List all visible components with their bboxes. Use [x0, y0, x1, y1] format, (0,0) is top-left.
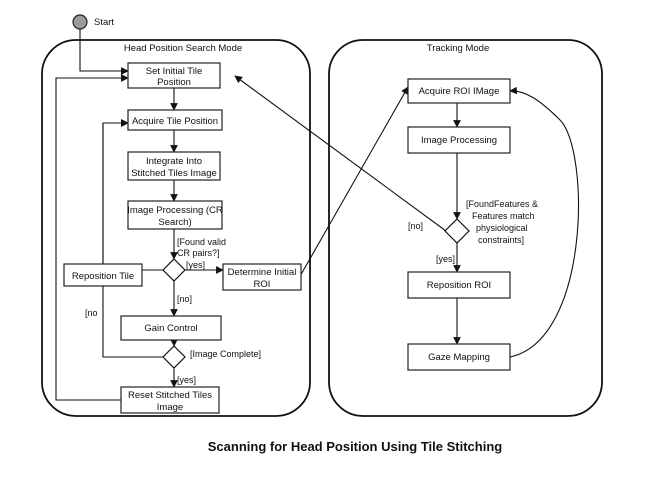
tracking-mode-container [328, 39, 603, 417]
reposition-roi-label: Reposition ROI [427, 280, 491, 291]
edge-roi-to-acquire-roi [298, 86, 409, 279]
edge-gaze-to-acquire-roi [509, 86, 579, 358]
image-processing-label: Image Processing [421, 135, 497, 146]
set-initial-tile-line1: Set Initial Tile [146, 66, 203, 77]
label-yes1: [yes] [186, 260, 205, 270]
search-mode-container [41, 39, 311, 417]
edge-decision2-to-acquire [102, 119, 163, 358]
decision-found-cr [162, 258, 186, 282]
decision-image-complete [162, 345, 186, 369]
edge-decision-to-reposition [102, 119, 163, 271]
label-no3: [no] [408, 221, 423, 231]
ipcr-line2: Search) [158, 217, 191, 228]
acquire-roi-label: Acquire ROI IMage [419, 86, 500, 97]
reset-line2: Image [157, 402, 183, 413]
label-yes3: [yes] [436, 254, 455, 264]
node-gain-control: Gain Control [120, 315, 222, 341]
diagram-caption: Scanning for Head Position Using Tile St… [208, 439, 503, 454]
ipcr-line1: Image Processing (CR [127, 205, 223, 216]
gaze-mapping-label: Gaze Mapping [428, 352, 490, 363]
node-acquire-tile-position: Acquire Tile Position [127, 109, 223, 131]
label-no2: [no [85, 308, 98, 318]
start-node [72, 14, 88, 30]
integrate-line2: Stitched Tiles Image [131, 168, 217, 179]
node-acquire-roi-image: Acquire ROI IMage [407, 78, 511, 104]
gain-control-label: Gain Control [144, 323, 197, 334]
label-no1: [no] [177, 294, 192, 304]
start-label: Start [94, 17, 114, 28]
determine-roi-line1: Determine Initial [228, 267, 297, 278]
reposition-tile-label: Reposition Tile [72, 271, 134, 282]
node-reposition-roi: Reposition ROI [407, 271, 511, 299]
tracking-mode-title: Tracking Mode [427, 43, 489, 54]
search-mode-title: Head Position Search Mode [124, 43, 242, 54]
node-reposition-tile: Reposition Tile [63, 263, 143, 287]
acquire-tile-label: Acquire Tile Position [132, 116, 218, 127]
determine-roi-line2: ROI [254, 279, 271, 290]
edge-decision3-to-set-initial [234, 75, 447, 232]
node-image-processing: Image Processing [407, 126, 511, 154]
node-gaze-mapping: Gaze Mapping [407, 343, 511, 371]
label-image-complete: [Image Complete] [190, 349, 261, 359]
edge-reset-to-set-initial [55, 74, 129, 401]
decision-found-features [444, 218, 470, 244]
reset-line1: Reset Stitched Tiles [128, 390, 212, 401]
edge-start-to-set-initial [79, 29, 129, 75]
integrate-line1: Integrate Into [146, 156, 202, 167]
set-initial-tile-line2: Position [157, 77, 191, 88]
label-yes2: [yes] [177, 375, 196, 385]
